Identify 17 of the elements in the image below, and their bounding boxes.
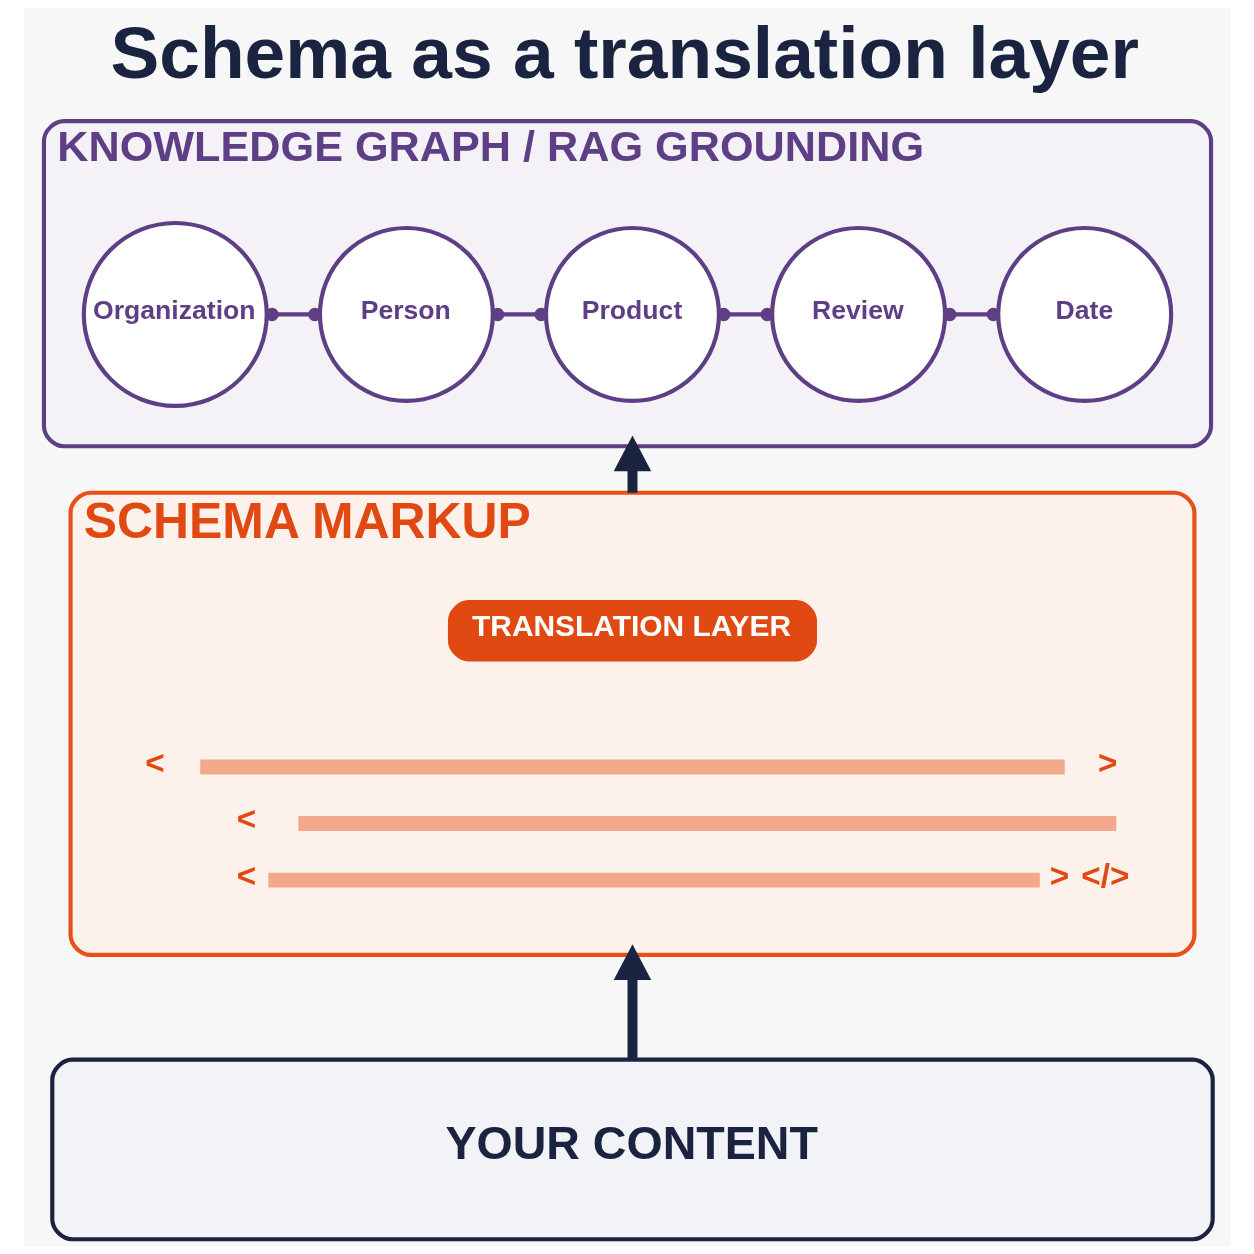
node-circle: Person bbox=[317, 225, 495, 403]
node-circle: Date bbox=[995, 225, 1173, 403]
node-circle: Product bbox=[543, 225, 721, 403]
connector bbox=[490, 307, 548, 322]
label: </> bbox=[1080, 856, 1129, 894]
arrow bbox=[613, 435, 651, 493]
label: > bbox=[1049, 856, 1069, 894]
label: < bbox=[236, 856, 256, 894]
label: < bbox=[236, 800, 256, 838]
node-box: TRANSLATION LAYER bbox=[447, 600, 817, 662]
label: > bbox=[1097, 743, 1117, 781]
node-box: YOUR CONTENT bbox=[49, 1057, 1215, 1242]
diagram-title: Schema as a translation layer bbox=[109, 12, 1139, 95]
label: < bbox=[144, 743, 165, 781]
arrow bbox=[613, 944, 651, 1060]
node-circle: Organization bbox=[81, 220, 269, 408]
node-circle: Review bbox=[769, 225, 947, 403]
